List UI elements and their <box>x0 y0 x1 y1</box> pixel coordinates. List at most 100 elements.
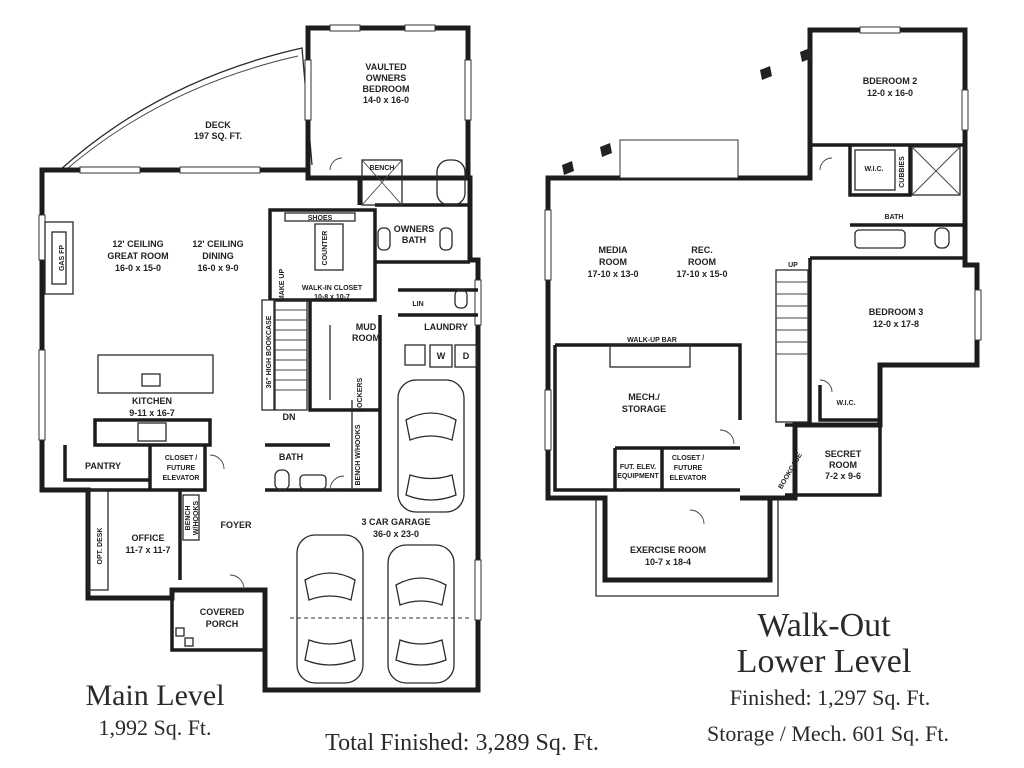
dining-dims: 16-0 x 9-0 <box>197 263 238 273</box>
lower-level-title-2: Lower Level <box>737 643 912 680</box>
covered-porch-label-1: COVERED <box>200 607 245 617</box>
bench-label: BENCH <box>370 165 395 172</box>
gas-fp-label: GAS FP <box>59 245 66 271</box>
owners-bedroom-label-1: VAULTED <box>365 62 407 72</box>
secret-room-label-2: ROOM <box>829 460 857 470</box>
shoes-label: SHOES <box>308 215 333 222</box>
cubbies-label: CUBBIES <box>899 156 906 188</box>
counter-label: COUNTER <box>322 231 329 266</box>
fut-elev-label-1: FUT. ELEV. <box>620 464 656 471</box>
main-level-title: Main Level <box>85 679 224 712</box>
wic-lower-label: W.I.C. <box>836 400 855 407</box>
walk-in-closet-label: WALK-IN CLOSET <box>302 285 363 292</box>
lower-level-labels: BDEROOM 2 12-0 x 16-0 W.I.C. CUBBIES BAT… <box>587 76 923 567</box>
office-dims: 11-7 x 11-7 <box>125 545 170 555</box>
main-level-plan <box>38 24 482 693</box>
deck-outline <box>59 47 313 171</box>
car-3 <box>387 544 455 684</box>
opt-desk-label: OPT. DESK <box>97 528 104 565</box>
main-level-labels: DECK 197 SQ. FT. VAULTED OWNERS BEDROOM … <box>59 62 470 629</box>
fut-elev-label-2: EQUIPMENT <box>617 473 659 480</box>
mud-room-label-2: ROOM <box>352 333 380 343</box>
lower-outer-walls <box>545 27 980 583</box>
rec-room-label-2: ROOM <box>688 257 716 267</box>
bench-w-hooks-label-1: BENCH <box>185 506 192 531</box>
washer-label: W <box>437 351 446 361</box>
bench-hooks-label: BENCH W/HOOKS <box>355 424 362 485</box>
closet-elevator-lower-1: CLOSET / <box>672 455 704 462</box>
media-room-label-2: ROOM <box>599 257 627 267</box>
garage-dims: 36-0 x 23-0 <box>373 529 419 539</box>
laundry-label: LAUNDRY <box>424 322 468 332</box>
bedroom2-label: BDEROOM 2 <box>863 76 918 86</box>
dining-label: DINING <box>202 251 234 261</box>
great-room-label: GREAT ROOM <box>107 251 168 261</box>
great-room-ceiling: 12' CEILING <box>112 239 163 249</box>
wic-upper-label: W.I.C. <box>864 166 883 173</box>
pantry-label: PANTRY <box>85 461 121 471</box>
mech-storage-label-2: STORAGE <box>622 404 666 414</box>
closet-elevator-label-1: CLOSET / <box>165 455 197 462</box>
rec-room-label-1: REC. <box>691 245 713 255</box>
secret-room-label-1: SECRET <box>825 449 862 459</box>
lower-level-finished: Finished: 1,297 Sq. Ft. <box>730 685 930 710</box>
closet-elevator-label-2: FUTURE <box>167 465 196 472</box>
garage-label: 3 CAR GARAGE <box>361 517 430 527</box>
walk-up-bar <box>609 344 691 368</box>
covered-porch-label-2: PORCH <box>206 619 239 629</box>
stairs-main <box>274 299 308 411</box>
closet-elevator-label-3: ELEVATOR <box>163 475 200 482</box>
bedroom3-label: BEDROOM 3 <box>869 307 924 317</box>
closet-elevator-lower-3: ELEVATOR <box>670 475 707 482</box>
bookcase-label: 36" HIGH BOOKCASE <box>266 315 273 388</box>
lockers-label: LOCKERS <box>357 378 364 413</box>
walk-up-bar-label: WALK-UP BAR <box>627 337 677 344</box>
mech-storage-label-1: MECH./ <box>628 392 660 402</box>
dn-label: DN <box>283 412 296 422</box>
owners-bath-label-2: BATH <box>402 235 426 245</box>
deck-area: 197 SQ. FT. <box>194 131 242 141</box>
kitchen-dims: 9-11 x 16-7 <box>129 408 175 418</box>
bookcase-lower-label: BOOKCASE <box>778 452 804 491</box>
lower-level-title-1: Walk-Out <box>757 607 891 644</box>
kitchen-island <box>97 354 214 394</box>
main-outer-walls <box>39 167 481 693</box>
owners-bath-label-1: OWNERS <box>394 224 435 234</box>
walk-in-closet-dims: 10-8 x 10-7 <box>314 294 350 301</box>
media-room-label-1: MEDIA <box>599 245 629 255</box>
foyer-label: FOYER <box>220 520 252 530</box>
up-label: UP <box>788 262 798 269</box>
secret-room-dims: 7-2 x 9-6 <box>825 471 861 481</box>
exercise-room-dims: 10-7 x 18-4 <box>645 557 691 567</box>
gas-fireplace <box>44 221 74 295</box>
bedroom3-dims: 12-0 x 17-8 <box>873 319 919 329</box>
owners-bedroom-label-3: BEDROOM <box>363 84 410 94</box>
main-level-area: 1,992 Sq. Ft. <box>98 715 211 740</box>
bath-lower-label: BATH <box>885 214 904 221</box>
lower-level-storage: Storage / Mech. 601 Sq. Ft. <box>707 721 949 746</box>
car-1 <box>397 379 465 513</box>
dryer-label: D <box>463 351 470 361</box>
bench-w-hooks-label-2: W/HOOKS <box>193 501 200 536</box>
exercise-room-label: EXERCISE ROOM <box>630 545 706 555</box>
rec-room-dims: 17-10 x 15-0 <box>676 269 727 279</box>
total-finished: Total Finished: 3,289 Sq. Ft. <box>325 730 599 756</box>
kitchen-label: KITCHEN <box>132 396 172 406</box>
make-up-label: MAKE UP <box>279 269 286 302</box>
plan-titles: Main Level 1,992 Sq. Ft. Walk-Out Lower … <box>85 607 949 756</box>
bedroom2-dims: 12-0 x 16-0 <box>867 88 913 98</box>
mud-room-label-1: MUD <box>356 322 377 332</box>
lin-label: LIN <box>412 301 423 308</box>
media-room-dims: 17-10 x 13-0 <box>587 269 638 279</box>
stairs-lower <box>775 269 809 423</box>
owners-bedroom-dims: 14-0 x 16-0 <box>363 95 409 105</box>
office-label: OFFICE <box>132 533 165 543</box>
deck-label: DECK <box>205 120 231 130</box>
bath-label: BATH <box>279 452 303 462</box>
great-room-dims: 16-0 x 15-0 <box>115 263 161 273</box>
lower-level-plan <box>544 26 982 597</box>
owners-bedroom-label-2: OWNERS <box>366 73 407 83</box>
car-2 <box>296 534 364 684</box>
bookcase-main <box>261 299 275 411</box>
